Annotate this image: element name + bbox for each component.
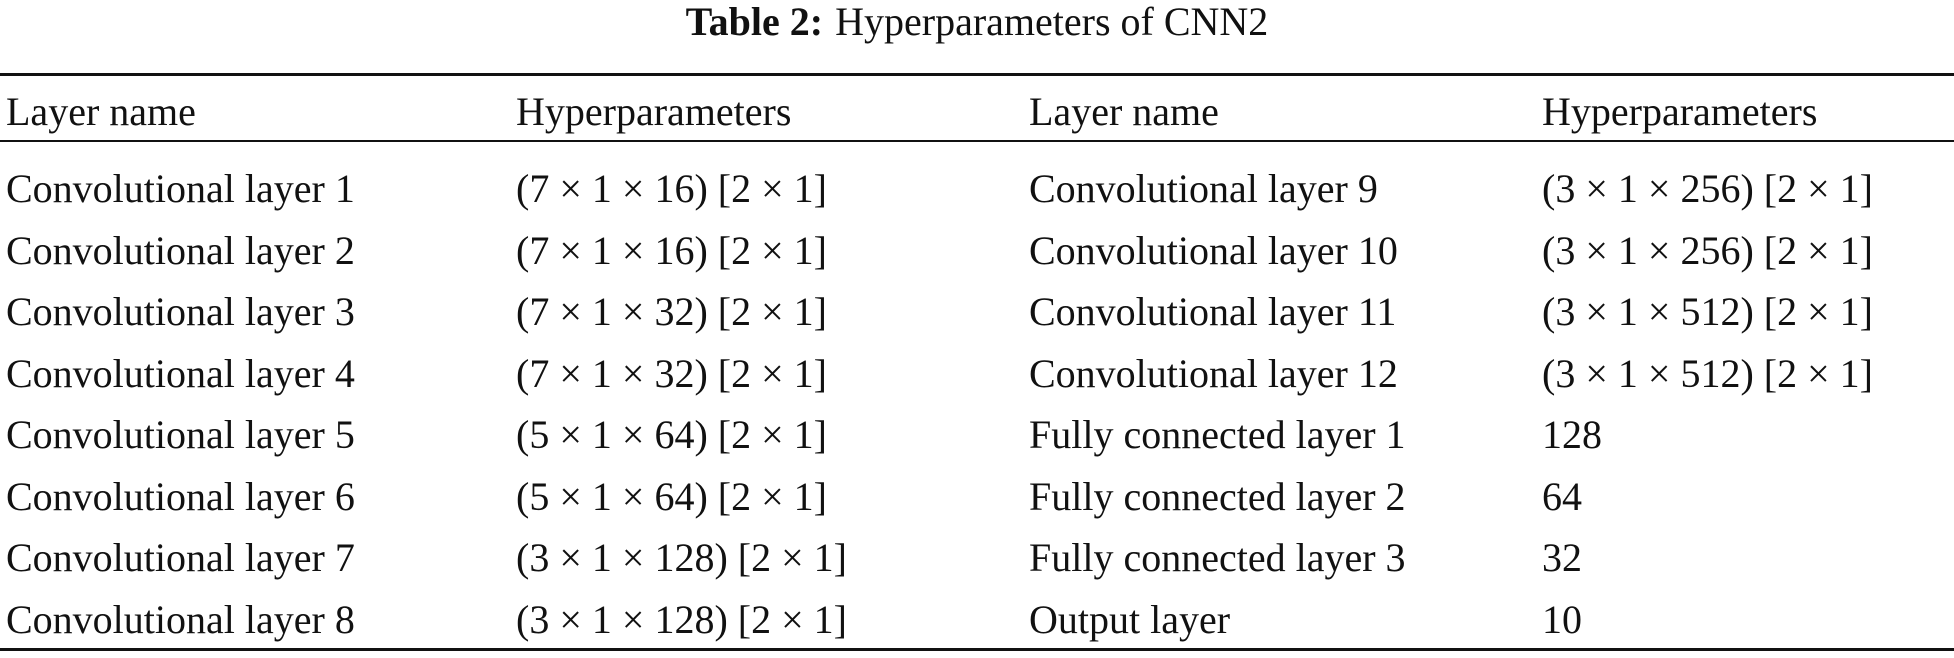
header-table: Layer name Hyperparameters Layer name Hy…	[0, 80, 1954, 142]
table-cell: (7 × 1 × 32) [2 × 1]	[516, 289, 827, 335]
table-cell: (3 × 1 × 512) [2 × 1]	[1542, 289, 1873, 335]
header-cell: Layer name	[1029, 88, 1219, 134]
body-table: Convolutional layer 1 (7 × 1 × 16) [2 × …	[0, 158, 1954, 650]
caption-label: Table 2:	[685, 0, 824, 44]
header-row: Layer name Hyperparameters Layer name Hy…	[0, 80, 1954, 142]
table-row: Convolutional layer 2 (7 × 1 × 16) [2 × …	[0, 220, 1954, 282]
table-cell: Convolutional layer 7	[6, 535, 355, 581]
table-cell: (7 × 1 × 16) [2 × 1]	[516, 166, 827, 212]
top-rule	[0, 73, 1954, 76]
table-cell: Output layer	[1029, 596, 1231, 642]
table-cell: Fully connected layer 3	[1029, 535, 1406, 581]
table-cell: (3 × 1 × 256) [2 × 1]	[1542, 227, 1873, 273]
table-cell: Convolutional layer 6	[6, 473, 355, 519]
table-caption: Table 2:Hyperparameters of CNN2	[0, 0, 1954, 58]
table-row: Convolutional layer 8 (3 × 1 × 128) [2 ×…	[0, 589, 1954, 651]
header-cell: Hyperparameters	[1542, 88, 1818, 134]
table-body: Convolutional layer 1 (7 × 1 × 16) [2 × …	[0, 158, 1954, 650]
table-cell: Convolutional layer 12	[1029, 350, 1398, 396]
table-cell: (3 × 1 × 512) [2 × 1]	[1542, 350, 1873, 396]
table-cell: Convolutional layer 1	[6, 166, 355, 212]
table-header: Layer name Hyperparameters Layer name Hy…	[0, 80, 1954, 142]
table-cell: Fully connected layer 1	[1029, 412, 1406, 458]
table-cell: Convolutional layer 8	[6, 596, 355, 642]
header-rule	[0, 140, 1954, 142]
table-cell: (7 × 1 × 16) [2 × 1]	[516, 227, 827, 273]
table-cell: Fully connected layer 2	[1029, 473, 1406, 519]
header-cell: Layer name	[6, 88, 196, 134]
table-row: Convolutional layer 7 (3 × 1 × 128) [2 ×…	[0, 527, 1954, 589]
table-cell: 32	[1542, 535, 1582, 581]
table-row: Convolutional layer 1 (7 × 1 × 16) [2 × …	[0, 158, 1954, 220]
table-cell: Convolutional layer 2	[6, 227, 355, 273]
table-row: Convolutional layer 4 (7 × 1 × 32) [2 × …	[0, 343, 1954, 405]
table-cell: 128	[1542, 412, 1602, 458]
table-cell: (3 × 1 × 256) [2 × 1]	[1542, 166, 1873, 212]
table-row: Convolutional layer 6 (5 × 1 × 64) [2 × …	[0, 466, 1954, 528]
table-cell: (7 × 1 × 32) [2 × 1]	[516, 350, 827, 396]
table-cell: (5 × 1 × 64) [2 × 1]	[516, 412, 827, 458]
table-cell: Convolutional layer 9	[1029, 166, 1378, 212]
table-row: Convolutional layer 3 (7 × 1 × 32) [2 × …	[0, 281, 1954, 343]
table-cell: Convolutional layer 5	[6, 412, 355, 458]
table-cell: Convolutional layer 4	[6, 350, 355, 396]
header-cell: Hyperparameters	[516, 88, 792, 134]
table-cell: Convolutional layer 10	[1029, 227, 1398, 273]
table-cell: Convolutional layer 11	[1029, 289, 1397, 335]
table-row: Convolutional layer 5 (5 × 1 × 64) [2 × …	[0, 404, 1954, 466]
table-cell: 10	[1542, 596, 1582, 642]
caption-text: Hyperparameters of CNN2	[835, 0, 1269, 44]
table-cell: (5 × 1 × 64) [2 × 1]	[516, 473, 827, 519]
bottom-rule	[0, 648, 1954, 651]
table-cell: 64	[1542, 473, 1582, 519]
table-cell: Convolutional layer 3	[6, 289, 355, 335]
table-cell: (3 × 1 × 128) [2 × 1]	[516, 596, 847, 642]
table-cell: (3 × 1 × 128) [2 × 1]	[516, 535, 847, 581]
